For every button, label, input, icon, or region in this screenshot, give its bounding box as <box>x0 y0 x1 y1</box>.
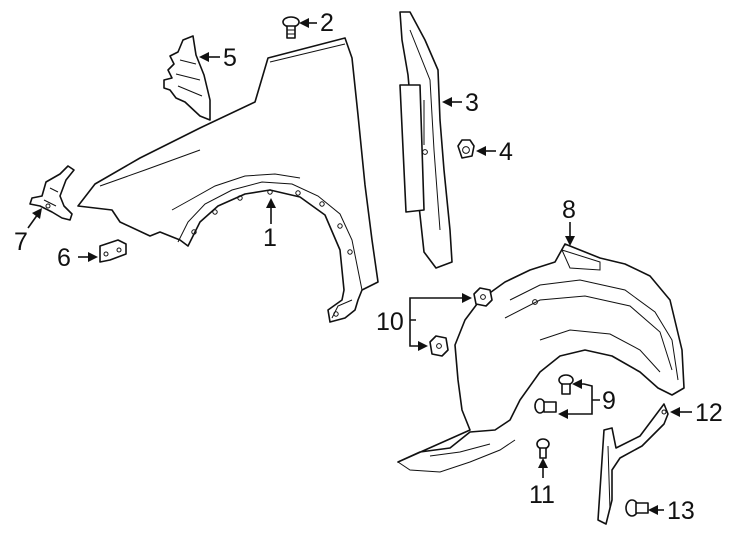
push-pin-part-9b[interactable] <box>534 398 557 414</box>
callout-1: 1 <box>263 224 277 252</box>
callout-5: 5 <box>223 44 237 72</box>
bracket-part-7[interactable] <box>29 165 75 221</box>
clip-part-10b[interactable] <box>429 335 449 357</box>
callout-2: 2 <box>320 9 334 37</box>
fender-part[interactable] <box>77 37 379 323</box>
callout-9: 9 <box>602 387 616 415</box>
fender-holes <box>191 189 353 317</box>
callout-6: 6 <box>57 244 71 272</box>
callout-4: 4 <box>499 138 513 166</box>
push-pin-part-9a[interactable] <box>558 374 574 395</box>
screw-part[interactable] <box>282 16 300 39</box>
leader-lines <box>27 18 692 515</box>
callout-11: 11 <box>529 481 555 509</box>
wheelhouse-liner-part[interactable] <box>397 243 685 473</box>
callout-12: 12 <box>695 399 723 427</box>
callout-10: 10 <box>376 308 404 336</box>
pin-part-11[interactable] <box>536 438 550 459</box>
callout-7: 7 <box>14 228 28 256</box>
clip-part-10a[interactable] <box>473 287 493 307</box>
splash-shield-part[interactable] <box>597 403 669 525</box>
callout-3: 3 <box>465 89 479 117</box>
nut-part[interactable] <box>457 139 475 159</box>
callout-8: 8 <box>562 196 576 224</box>
bracket-part-5[interactable] <box>163 35 211 121</box>
bolt-part-13[interactable] <box>625 499 649 517</box>
callout-13: 13 <box>667 497 695 525</box>
seal-panel-part[interactable] <box>399 11 453 269</box>
bracket-part-6[interactable] <box>99 239 127 263</box>
